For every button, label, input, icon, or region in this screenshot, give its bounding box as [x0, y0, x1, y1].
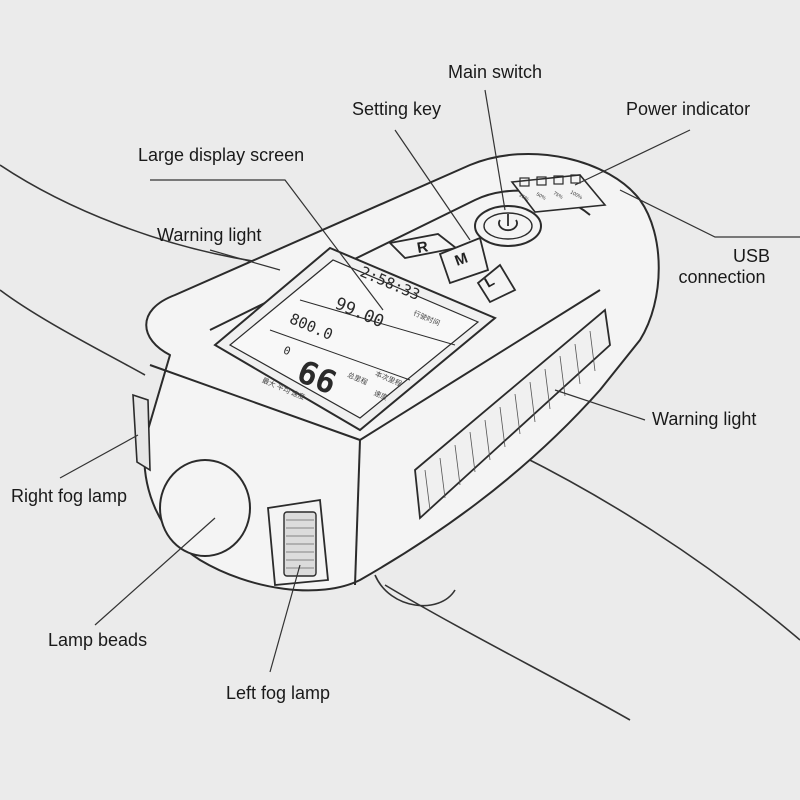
label-usb-line1: USB [732, 246, 770, 266]
label-main-switch: Main switch [448, 62, 543, 82]
display-speed-prefix: 0 [281, 344, 292, 359]
display-screen [213, 246, 497, 432]
right-fog-lamp [132, 393, 151, 472]
label-large-display: Large display screen [138, 145, 305, 165]
label-usb-connection: USB connection [672, 246, 772, 287]
label-setting-key: Setting key [352, 99, 442, 119]
svg-text:25%: 25% [518, 193, 530, 203]
leader-lines [59, 89, 800, 673]
handlebar [0, 164, 800, 721]
key-m-label: M [453, 250, 471, 270]
label-power-indicator: Power indicator [626, 99, 751, 119]
main-switch[interactable] [474, 205, 542, 247]
label-warning-light-top: Warning light [157, 225, 262, 245]
left-fog-lamp [267, 498, 329, 586]
key-r-label: R [416, 238, 430, 257]
lamp-beads [159, 459, 251, 557]
svg-text:100%: 100% [569, 190, 584, 202]
label-warning-light-side: Warning light [652, 409, 757, 429]
label-lamp-beads: Lamp beads [48, 630, 148, 650]
label-usb-line2: connection [678, 266, 766, 287]
setting-keys [388, 233, 517, 304]
svg-text:50%: 50% [535, 192, 547, 202]
side-warning-light [414, 308, 611, 520]
label-right-fog-lamp: Right fog lamp [11, 486, 128, 506]
power-indicator: 25% 50% 75% 100% [510, 174, 607, 213]
label-left-fog-lamp: Left fog lamp [226, 683, 331, 703]
svg-text:75%: 75% [552, 191, 564, 201]
key-l[interactable] [476, 263, 517, 304]
key-m[interactable] [438, 236, 490, 285]
power-icon [498, 219, 518, 232]
